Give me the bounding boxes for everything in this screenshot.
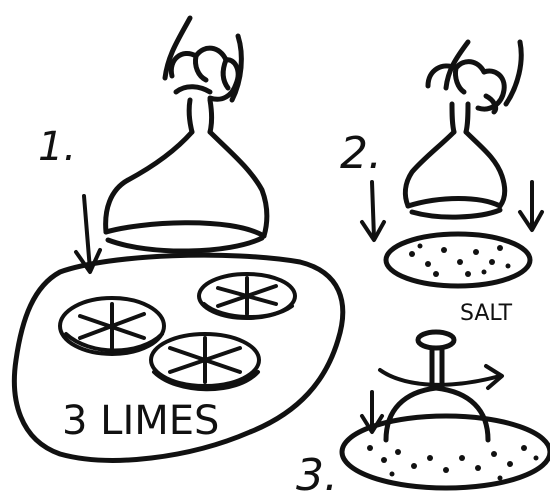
step-1-label: 3 LIMES — [62, 398, 219, 444]
step-1-lime-icon — [199, 274, 295, 318]
step-2-hand-icon — [428, 42, 521, 112]
step-1-lime-icon — [60, 298, 164, 354]
step-2-arrow-icon — [520, 182, 542, 230]
step-1-lime-icon — [151, 334, 259, 389]
step-3-number: 3. — [296, 450, 338, 501]
step-1-glass-icon — [106, 100, 267, 251]
step-2-number: 2. — [340, 128, 382, 179]
step-1-hand-icon — [165, 18, 241, 100]
step-2-salt-plate-icon — [386, 234, 530, 286]
step-2-label: SALT — [460, 301, 513, 326]
step-1-number: 1. — [38, 124, 76, 170]
step-2-glass-icon — [405, 104, 504, 217]
step-2-arrow-icon — [362, 182, 384, 240]
step-3-salt-plate-icon — [342, 416, 550, 488]
